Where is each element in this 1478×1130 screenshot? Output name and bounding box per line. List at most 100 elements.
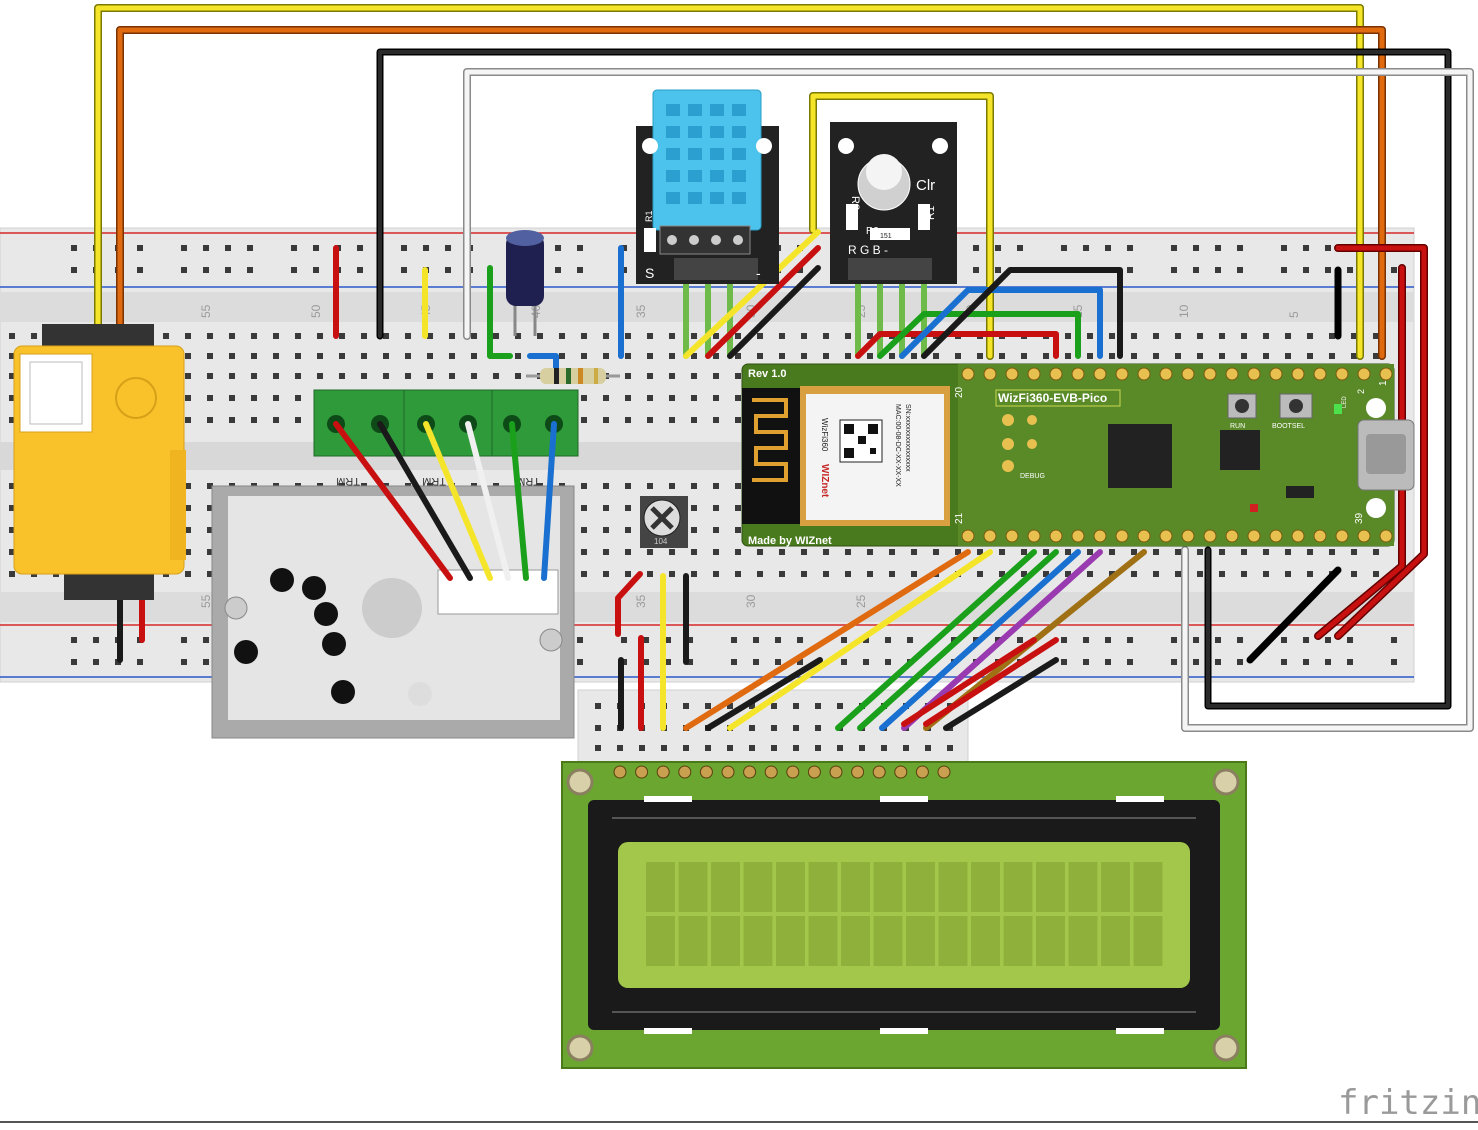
rail-hole [203,659,209,665]
strip-hole [581,505,587,511]
strip-hole [757,353,763,359]
lower-col-25: 25 [854,594,868,608]
rail-hole [313,245,319,251]
lcd-cell [1003,862,1033,912]
rail-hole [1105,245,1111,251]
strip-hole [625,505,631,511]
rgb-led-module: R3 R1 R2 Clr 151 R G B - [830,122,957,284]
strip-hole [1175,571,1181,577]
rail-hole [1171,637,1177,643]
rail-hole [1391,637,1397,643]
small-strip-hole [771,745,777,751]
strip-hole [317,353,323,359]
strip-hole [185,571,191,577]
rail-hole [1017,637,1023,643]
strip-hole [713,417,719,423]
strip-hole [999,353,1005,359]
strip-hole [581,417,587,423]
small-strip-hole [815,725,821,731]
lcd-cell [971,916,1000,966]
rail-hole [797,659,803,665]
strip-hole [625,395,631,401]
strip-hole [999,571,1005,577]
strip-hole [515,353,521,359]
rail-hole [1281,245,1287,251]
strip-hole [9,483,15,489]
rail-hole [577,637,583,643]
strip-hole [1329,353,1335,359]
strip-hole [581,527,587,533]
strip-hole [9,505,15,511]
pico-pin [1159,367,1173,381]
pico-pin [983,529,997,543]
rail-hole [1193,659,1199,665]
pico-pin [1115,529,1129,543]
small-strip-hole [793,725,799,731]
strip-hole [691,483,697,489]
strip-hole [999,549,1005,555]
rail-hole [1303,245,1309,251]
strip-hole [251,353,257,359]
rail-hole [71,245,77,251]
lcd-cell [711,862,740,912]
strip-hole [691,417,697,423]
strip-hole [1197,571,1203,577]
strip-hole [317,333,323,339]
lcd-cell [841,862,870,912]
strip-hole [977,353,983,359]
strip-hole [801,571,807,577]
strip-hole [185,373,191,379]
rail-hole [1127,637,1133,643]
rail-hole [665,637,671,643]
col-10: 10 [1177,304,1191,318]
strip-hole [317,373,323,379]
strip-hole [383,353,389,359]
strip-hole [867,571,873,577]
strip-hole [1021,353,1027,359]
lcd-pin [764,765,778,779]
strip-hole [471,353,477,359]
rail-hole [1193,245,1199,251]
rgb-pin-labels: R G B - [848,243,888,257]
strip-hole [185,395,191,401]
strip-hole [1219,353,1225,359]
strip-hole [581,571,587,577]
rail-hole [1083,659,1089,665]
strip-hole [845,353,851,359]
wire-lcd-red2 [923,637,1059,727]
pico-pin [1181,367,1195,381]
strip-hole [251,395,257,401]
strip-hole [251,333,257,339]
rail-hole [863,637,869,643]
pico-pin [1027,367,1041,381]
rail-hole [1325,659,1331,665]
rail-hole [753,637,759,643]
strip-hole [735,353,741,359]
strip-hole [207,373,213,379]
lcd-cell [743,862,773,912]
strip-hole [273,395,279,401]
rail-hole [1347,637,1353,643]
lcd-cell [1068,916,1098,966]
dht-label-minus: - [756,265,761,281]
strip-hole [647,571,653,577]
rail-hole [1325,267,1331,273]
lower-col-30: 30 [744,594,758,608]
strip-hole [185,483,191,489]
strip-hole [603,417,609,423]
small-strip-hole [815,745,821,751]
strip-hole [295,353,301,359]
rail-hole [1171,659,1177,665]
strip-hole [1087,571,1093,577]
wire-dht-red [705,245,821,359]
strip-hole [845,549,851,555]
strip-hole [427,333,433,339]
run-label: RUN [1230,423,1245,430]
strip-hole [251,417,257,423]
strip-hole [1043,549,1049,555]
strip-hole [207,549,213,555]
rail-hole [863,659,869,665]
pico-pin [1291,529,1305,543]
small-strip-hole [683,703,689,709]
rail-hole [203,245,209,251]
